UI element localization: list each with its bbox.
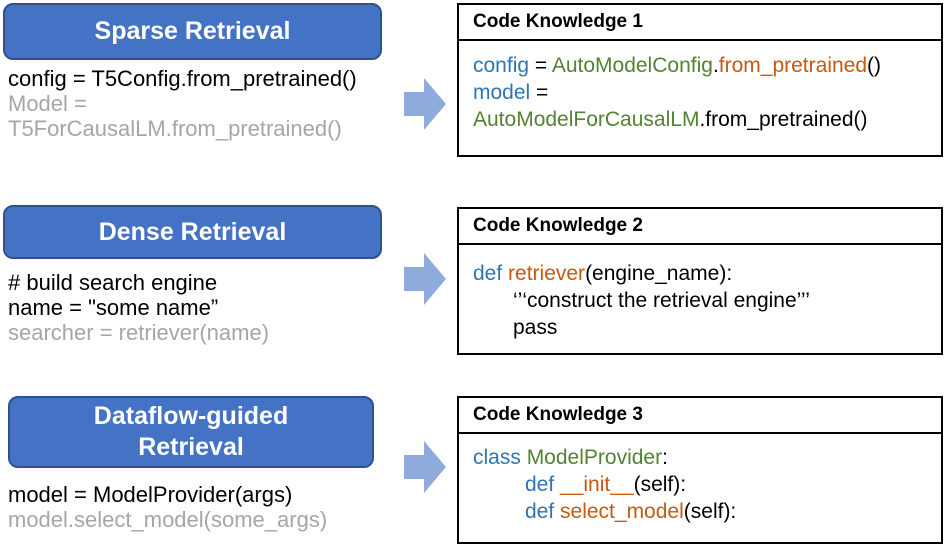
code-line: model = ModelProvider(args) <box>8 482 293 507</box>
query-code: # build search engine name = "some name”… <box>8 270 269 345</box>
code-token: (self): <box>633 473 687 496</box>
code-knowledge-body: def retriever(engine_name): ‘’‘construct… <box>459 245 941 341</box>
right-arrow-icon <box>404 441 446 493</box>
code-knowledge-title: Code Knowledge 2 <box>459 209 941 245</box>
code-line: name = "some name” <box>8 295 219 320</box>
code-knowledge-body: class ModelProvider: def __init__(self):… <box>459 434 941 525</box>
code-token: AutoModelConfig <box>551 54 713 77</box>
code-token: def <box>525 500 561 523</box>
code-token: : <box>662 446 668 469</box>
code-token: retriever <box>508 262 586 285</box>
knowledge-line: config = AutoModelConfig.from_pretrained… <box>473 52 941 79</box>
code-token: .from_pretrained() <box>699 108 868 131</box>
code-token: config <box>473 54 530 77</box>
code-token: (self): <box>683 500 737 523</box>
code-knowledge-title: Code Knowledge 1 <box>459 5 941 41</box>
code-token: select_model <box>560 500 684 523</box>
code-token: () <box>867 54 882 77</box>
code-line: Model = <box>8 91 87 116</box>
code-line: searcher = retriever(name) <box>8 320 270 345</box>
knowledge-line: def select_model(self): <box>473 498 941 525</box>
code-token: = <box>530 81 549 104</box>
code-token: class <box>473 446 527 469</box>
code-token: def <box>473 262 509 285</box>
code-line: # build search engine <box>8 270 218 295</box>
knowledge-line: ‘’‘construct the retrieval engine’’’ <box>473 287 941 314</box>
code-token: AutoModelForCausalLM <box>473 108 700 131</box>
button-label: Retrieval <box>138 433 244 461</box>
knowledge-line: pass <box>473 314 941 341</box>
query-code: model = ModelProvider(args) model.select… <box>8 482 327 532</box>
button-label: Dense Retrieval <box>98 217 287 246</box>
code-line: config = T5Config.from_pretrained() <box>8 66 357 91</box>
code-token: . <box>712 54 719 77</box>
code-token: = <box>529 54 552 77</box>
code-knowledge-body: config = AutoModelConfig.from_pretrained… <box>459 41 941 133</box>
code-knowledge-box: Code Knowledge 3 class ModelProvider: de… <box>457 396 943 544</box>
code-token: from_pretrained <box>718 54 868 77</box>
code-token: (engine_name): <box>585 262 733 285</box>
knowledge-line: AutoModelForCausalLM.from_pretrained() <box>473 106 941 133</box>
button-label: Dataflow-guided <box>93 402 289 430</box>
knowledge-line: model = <box>473 79 941 106</box>
knowledge-line: def __init__(self): <box>473 471 941 498</box>
code-token: __init__ <box>560 473 634 496</box>
code-line: model.select_model(some_args) <box>8 507 328 532</box>
dense-retrieval-button: Dense Retrieval <box>3 205 382 259</box>
code-line: T5ForCausalLM.from_pretrained() <box>8 116 342 141</box>
code-knowledge-title: Code Knowledge 3 <box>459 398 941 434</box>
right-arrow-icon <box>404 78 446 130</box>
code-token: pass <box>513 316 558 339</box>
query-code: config = T5Config.from_pretrained() Mode… <box>8 66 357 141</box>
sparse-retrieval-button: Sparse Retrieval <box>3 3 382 60</box>
right-arrow-icon <box>404 253 446 305</box>
code-token: model <box>473 81 531 104</box>
dataflow-guided-retrieval-button: Dataflow-guided Retrieval <box>8 396 374 468</box>
knowledge-line: def retriever(engine_name): <box>473 260 941 287</box>
button-label: Sparse Retrieval <box>94 17 291 45</box>
code-knowledge-box: Code Knowledge 1 config = AutoModelConfi… <box>457 3 943 157</box>
code-token: def <box>525 473 561 496</box>
code-token: ‘’‘construct the retrieval engine’’’ <box>513 289 810 312</box>
knowledge-line: class ModelProvider: <box>473 444 941 471</box>
code-token: ModelProvider <box>526 446 663 469</box>
code-knowledge-box: Code Knowledge 2 def retriever(engine_na… <box>457 207 943 355</box>
